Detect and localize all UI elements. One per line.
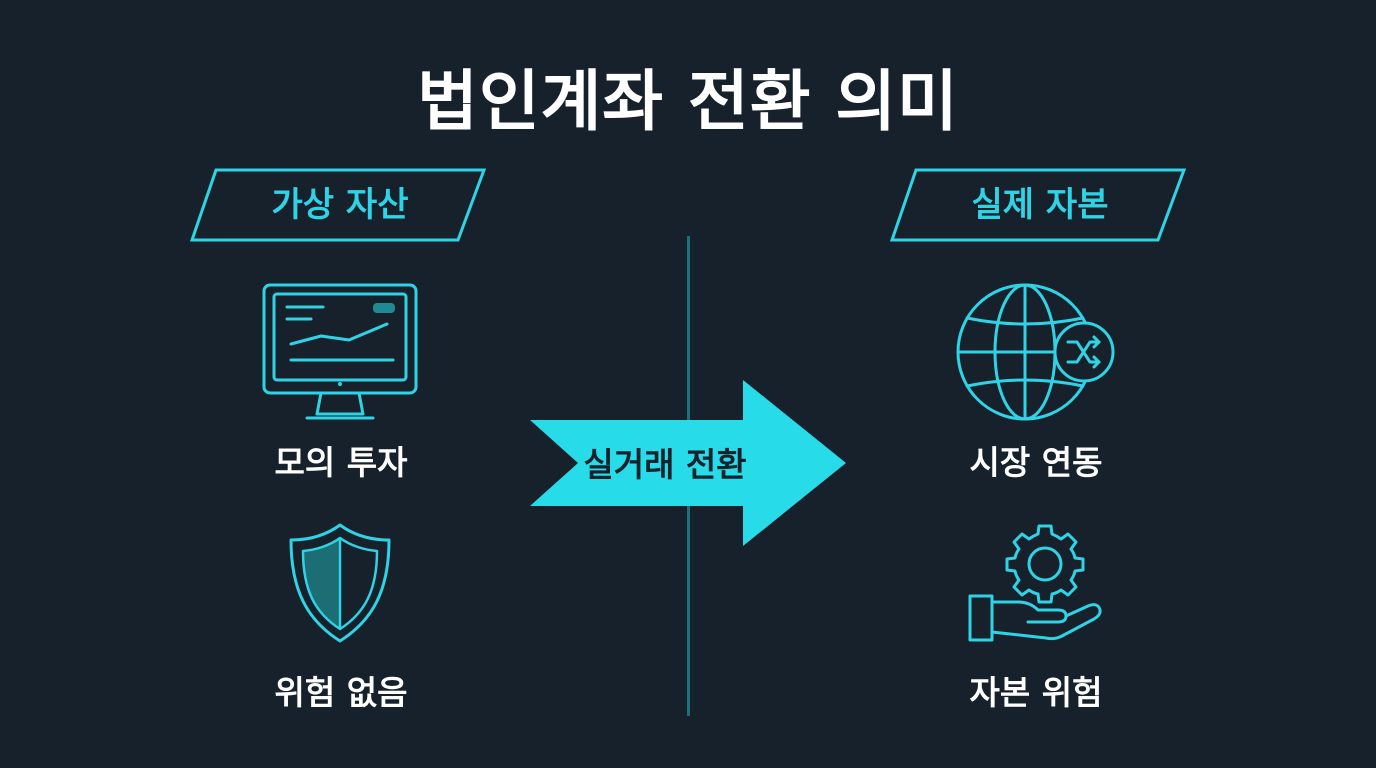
right-header-label: 실제 자본: [971, 185, 1109, 225]
hand-gear-icon: [968, 524, 1102, 642]
monitor-chart-icon: [262, 283, 418, 420]
transition-arrow: [530, 380, 846, 546]
parallelogram-frame: [890, 168, 1187, 242]
parallelogram-frame: [190, 168, 487, 242]
right-item-label-2: 자본 위험: [969, 673, 1103, 712]
globe-shuffle-icon: [956, 283, 1115, 421]
left-header-tag: 가상 자산: [190, 168, 490, 242]
left-item-label-1: 모의 투자: [274, 443, 408, 482]
page-title: 법인계좌 전환 의미: [417, 63, 959, 140]
transition-label: 실거래 전환: [583, 445, 747, 484]
right-header-tag: 실제 자본: [890, 168, 1190, 242]
right-item-label-1: 시장 연동: [969, 443, 1103, 482]
left-header-label: 가상 자산: [271, 185, 409, 225]
shield-icon: [289, 523, 391, 643]
left-item-label-2: 위험 없음: [274, 673, 408, 712]
